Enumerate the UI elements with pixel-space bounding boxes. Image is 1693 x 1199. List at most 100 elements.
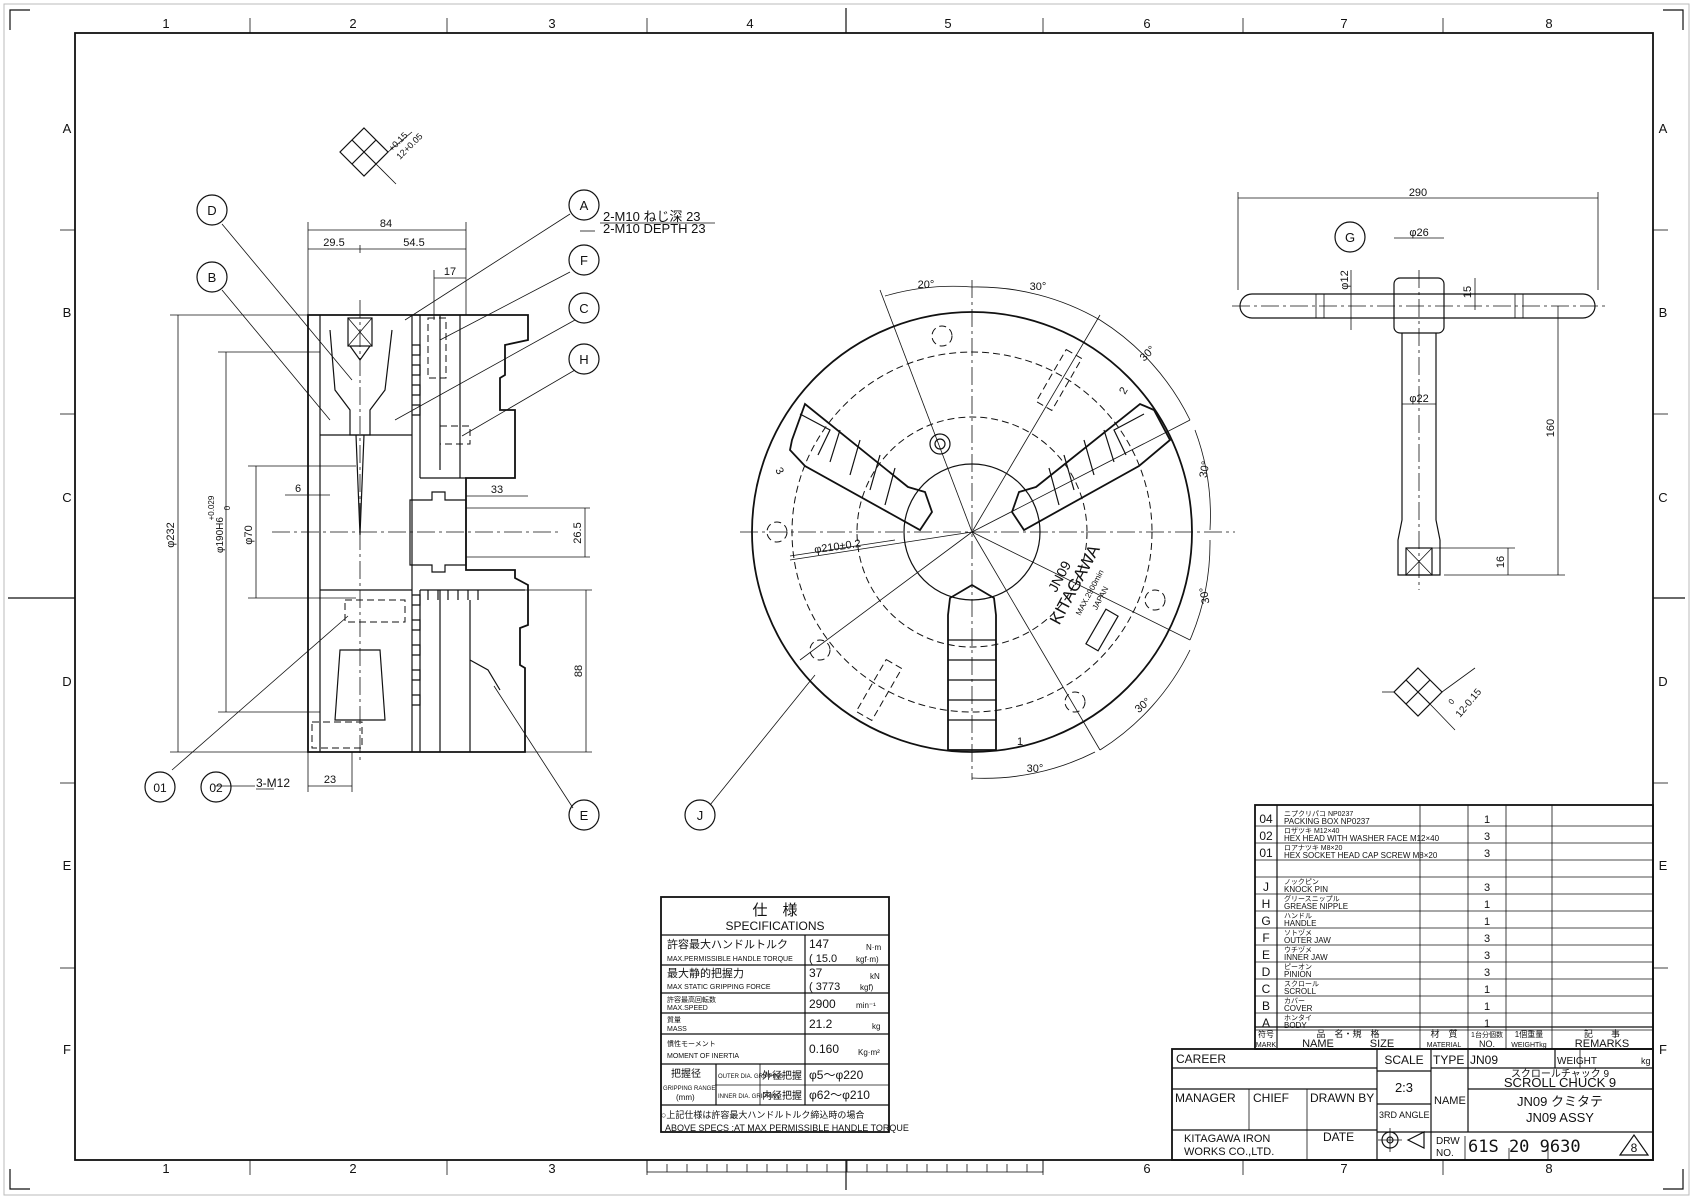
- hdr-mark-jp: 符号: [1258, 1029, 1274, 1039]
- spec-label-jp: 質量: [667, 1015, 681, 1024]
- part-mark: J: [1263, 880, 1269, 894]
- dim-label: φ12: [1339, 270, 1351, 289]
- col-label: 1: [162, 16, 169, 31]
- part-name-en: SCROLL: [1284, 987, 1317, 996]
- angle-label: 30°: [1198, 460, 1213, 478]
- grip-label-jp: 把握径: [671, 1067, 701, 1080]
- part-mark: D: [1262, 965, 1271, 979]
- part-mark: B: [1262, 999, 1270, 1013]
- drw-label-1: DRW: [1436, 1136, 1460, 1147]
- name-label: NAME: [1434, 1095, 1466, 1107]
- dim-label: 16: [1495, 556, 1507, 568]
- date-label: DATE: [1323, 1130, 1354, 1144]
- dim-label: φ26: [1409, 227, 1428, 239]
- jaw-bottom: [947, 583, 997, 751]
- square-drive-symbol: [1393, 667, 1443, 717]
- specs-title-jp: 仕 様: [752, 902, 797, 919]
- mark-label: 2: [1117, 385, 1130, 396]
- part-qty: 1: [1484, 814, 1490, 826]
- row-label: D: [62, 674, 71, 689]
- part-name-en: PINION: [1284, 970, 1312, 979]
- spec-value: 37: [809, 966, 823, 980]
- specs-note-en: ABOVE SPECS :AT MAX PERMISSIBLE HANDLE T…: [665, 1123, 909, 1133]
- dim-label: φ190H6: [215, 517, 226, 553]
- weight-label: WEIGHT: [1557, 1056, 1597, 1067]
- callout-G: G: [1345, 230, 1355, 245]
- revision: 8: [1631, 1141, 1638, 1155]
- part-mark: 02: [1259, 829, 1273, 843]
- part-name-jp: ソトヅメ: [1284, 929, 1312, 937]
- hdr-weight-en: WEIGHTkg: [1511, 1042, 1546, 1049]
- projection-label: 3RD ANGLE: [1379, 1110, 1430, 1120]
- part-name-en: KNOCK PIN: [1284, 885, 1328, 894]
- part-name-jp: スクロール: [1284, 980, 1319, 988]
- col-label: 1: [162, 1161, 169, 1176]
- weight-unit: kg: [1641, 1056, 1651, 1066]
- tol-label: +0.029: [207, 495, 216, 520]
- part-name-jp: ロザツキ M12×40: [1284, 827, 1340, 835]
- part-name-jp: カバー: [1284, 997, 1305, 1005]
- col-label: 5: [944, 16, 951, 31]
- callout-D: D: [207, 203, 216, 218]
- col-label: 7: [1340, 1161, 1347, 1176]
- part-name-jp: ニプクリパコ NP0237: [1284, 810, 1353, 818]
- mark-label: 1: [1017, 736, 1023, 748]
- scale-label: SCALE: [1384, 1053, 1423, 1067]
- jaw-upper-right: [1011, 402, 1172, 532]
- part-mark: F: [1262, 931, 1269, 945]
- square-drive-symbol: [339, 127, 389, 177]
- part-name-en: OUTER JAW: [1284, 936, 1331, 945]
- spec-unit: Kg·m²: [858, 1048, 880, 1057]
- handle-view: 290 φ26 φ12 15 φ22 160 16 12-0.15 0 G: [1232, 187, 1605, 731]
- part-qty: 3: [1484, 967, 1490, 979]
- callout-B: B: [208, 270, 217, 285]
- col-label: 3: [548, 16, 555, 31]
- spec-value-2: ( 3773: [809, 981, 840, 993]
- row-label: F: [63, 1042, 71, 1057]
- spec-label-jp: 許容最高回転数: [667, 995, 716, 1004]
- spec-value-2: ( 15.0: [809, 953, 837, 965]
- dim-label: φ70: [243, 525, 255, 544]
- part-name-en: COVER: [1284, 1004, 1313, 1013]
- dim-label: 15: [1462, 286, 1474, 298]
- part-qty: 3: [1484, 831, 1490, 843]
- drawn-by-label: DRAWN BY: [1310, 1091, 1374, 1105]
- row-label: F: [1659, 1042, 1667, 1057]
- inner-label-jp: 内径把握: [762, 1089, 802, 1102]
- part-name-en: HEX SOCKET HEAD CAP SCREW M8×20: [1284, 851, 1438, 860]
- company-line-2: WORKS CO.,LTD.: [1184, 1146, 1274, 1158]
- drw-label-2: NO.: [1436, 1148, 1454, 1159]
- part-qty: 1: [1484, 916, 1490, 928]
- tol-label: 0: [1447, 697, 1457, 707]
- outer-value: φ5〜φ220: [809, 1068, 864, 1082]
- part-mark: H: [1262, 897, 1271, 911]
- part-qty: 1: [1484, 984, 1490, 996]
- dim-label: 54.5: [403, 237, 424, 249]
- part-mark: 04: [1259, 812, 1273, 826]
- scale-value: 2:3: [1395, 1080, 1413, 1095]
- part-mark: E: [1262, 948, 1270, 962]
- part-mark: A: [1262, 1016, 1270, 1030]
- callout-H: H: [579, 352, 588, 367]
- dim-label: 160: [1545, 419, 1557, 437]
- third-angle-symbol-icon: [1378, 1128, 1425, 1152]
- spec-value: 0.160: [809, 1042, 839, 1056]
- callout-J: J: [697, 808, 704, 823]
- spec-label-en: MAX STATIC GRIPPING FORCE: [667, 984, 771, 991]
- hdr-mark-en: MARK: [1256, 1042, 1277, 1049]
- col-label: 4: [746, 16, 753, 31]
- part-name-jp: グリースニップル: [1284, 894, 1340, 903]
- specifications-table: 仕 様 SPECIFICATIONS 許容最大ハンドルトルク MAX.PERMI…: [660, 896, 909, 1133]
- corner-marks: [9, 9, 1684, 1190]
- col-label: 2: [349, 16, 356, 31]
- callout-02: 02: [209, 781, 223, 795]
- callout-01: 01: [153, 781, 167, 795]
- hdr-weight-jp: 1個重量: [1515, 1029, 1543, 1039]
- spec-label-jp: 慣性モーメント: [667, 1039, 716, 1048]
- part-name-en: BODY: [1284, 1021, 1307, 1030]
- bolt-note: 3-M12: [256, 776, 290, 790]
- part-name-en: HEX HEAD WITH WASHER FACE M12×40: [1284, 834, 1440, 843]
- grip-unit: (mm): [676, 1093, 695, 1102]
- inner-label-en: INNER DIA. GRIPPING: [718, 1094, 781, 1100]
- dim-label: 290: [1409, 187, 1427, 199]
